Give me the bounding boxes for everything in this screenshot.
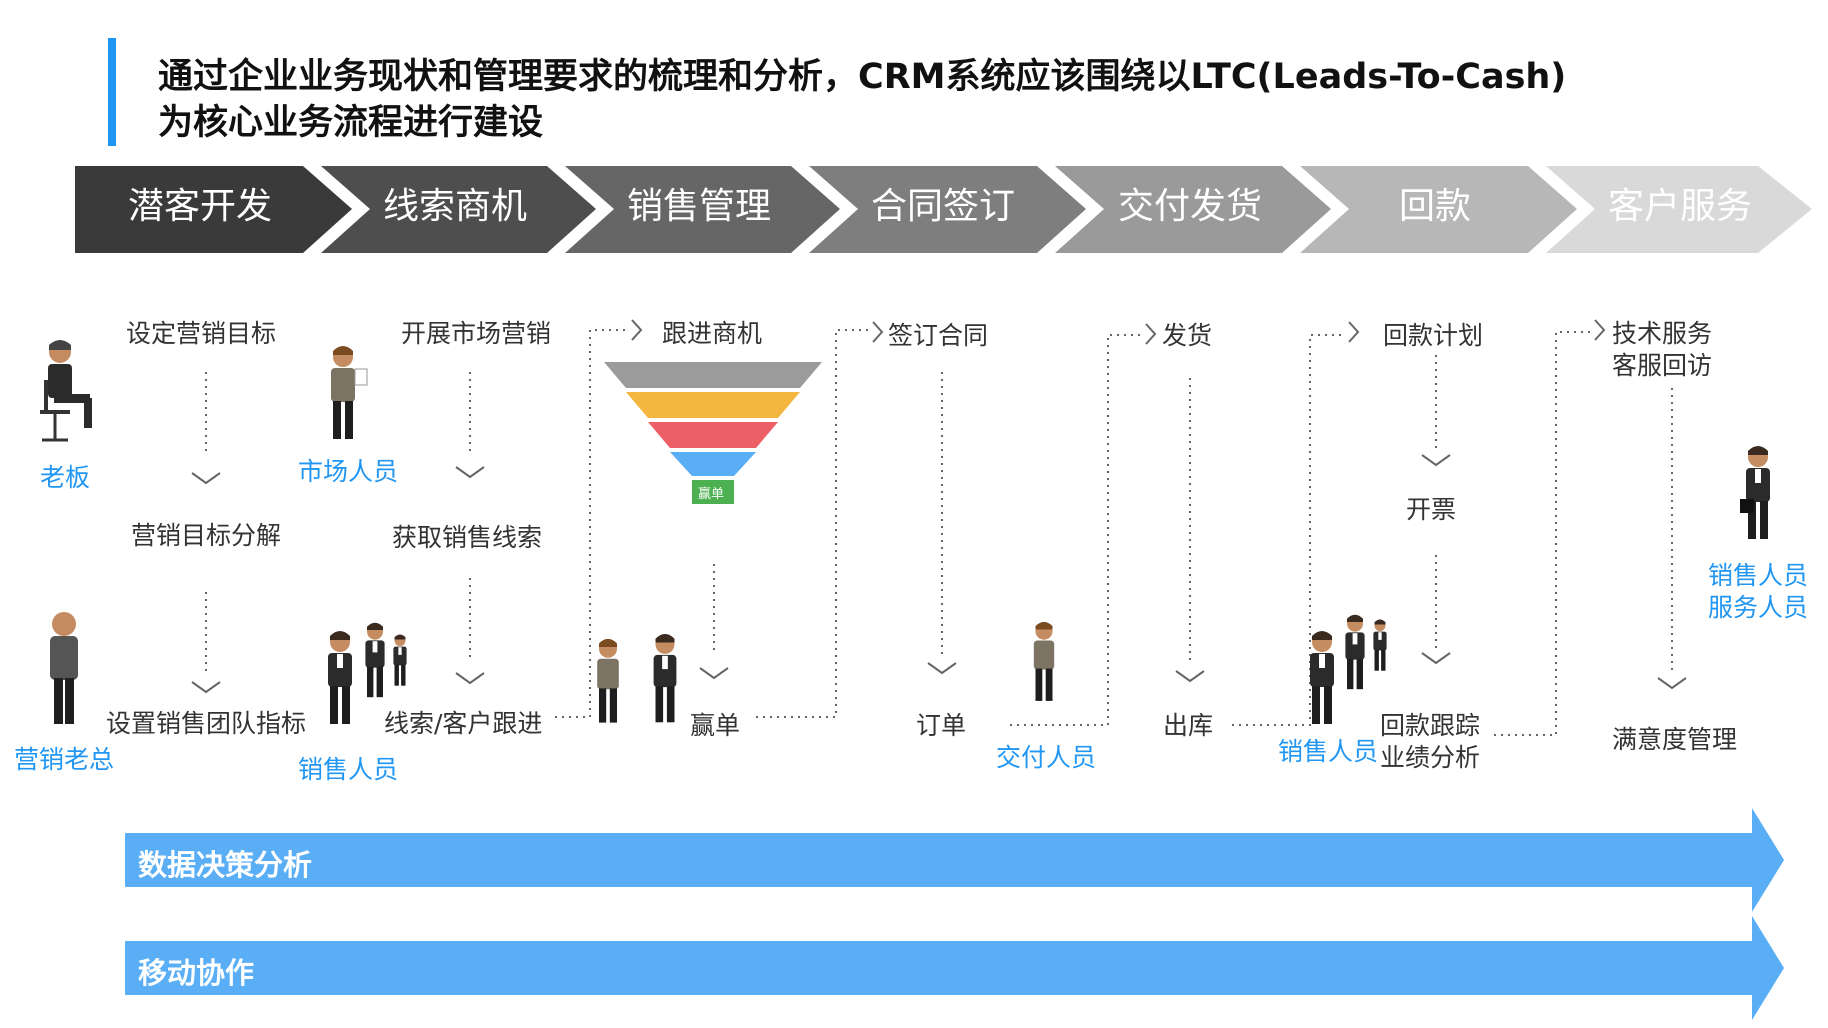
- chevron-right-icon: [632, 320, 641, 340]
- handshake-person-icon: [597, 634, 676, 723]
- chevron-down-icon: [192, 682, 220, 692]
- step-sign: 签订合同: [888, 316, 988, 352]
- boss-person-icon: [40, 340, 92, 440]
- step-satisfaction: 满意度管理: [1612, 720, 1737, 756]
- step-follow-leads: 线索/客户跟进: [384, 704, 542, 740]
- role-sales-service-1: 销售人员: [1708, 556, 1808, 592]
- chevron-right-icon: [1146, 324, 1155, 344]
- chevron-down-icon: [456, 467, 484, 477]
- step-order: 订单: [916, 706, 966, 742]
- funnel-layer-2: [626, 392, 800, 418]
- step-perf: 业绩分析: [1380, 738, 1480, 774]
- step-set-target: 设定营销目标: [126, 314, 276, 350]
- chevron-right-icon: [1349, 322, 1358, 342]
- role-sales-service-2: 服务人员: [1708, 588, 1808, 624]
- delivery-person-icon: [1034, 622, 1054, 701]
- step-ship: 发货: [1162, 316, 1212, 352]
- data-decision-label: 数据决策分析: [138, 842, 312, 884]
- sales-team-2-person-icon: [1310, 615, 1387, 724]
- chevron-down-icon: [1422, 455, 1450, 465]
- role-delivery: 交付人员: [996, 738, 1096, 774]
- sales-director-person-icon: [50, 612, 78, 724]
- chevron-down-icons: [192, 455, 1686, 692]
- role-sales-2: 销售人员: [1278, 732, 1378, 768]
- chevron-down-icon: [1658, 678, 1686, 688]
- step-follow-opps: 跟进商机: [662, 314, 762, 350]
- role-boss: 老板: [40, 458, 90, 494]
- step-warehouse: 出库: [1163, 706, 1213, 742]
- step-win: 赢单: [690, 706, 740, 742]
- chevron-down-icon: [456, 673, 484, 683]
- chevron-down-icon: [1176, 671, 1204, 681]
- step-pay-plan: 回款计划: [1383, 316, 1483, 352]
- data-decision-bar: [125, 808, 1784, 912]
- funnel-layer-1: [604, 362, 822, 388]
- role-sales-director: 营销老总: [14, 740, 114, 776]
- funnel-badge-label: 赢单: [698, 483, 724, 502]
- step-tech: 技术服务: [1612, 314, 1712, 350]
- chevron-down-icon: [1422, 653, 1450, 663]
- chevron-down-icon: [928, 663, 956, 673]
- chevron-right-icon: [1595, 320, 1604, 340]
- chevron-down-icon: [700, 668, 728, 678]
- chevron-down-icon: [192, 473, 220, 483]
- mobile-collab-bar: [125, 916, 1784, 1020]
- step-invoice: 开票: [1406, 490, 1456, 526]
- funnel-layer-4: [670, 452, 756, 476]
- step-market: 开展市场营销: [401, 314, 551, 350]
- step-target-split: 营销目标分解: [131, 516, 281, 552]
- funnel-layer-3: [648, 422, 778, 448]
- role-sales-1: 销售人员: [298, 750, 398, 786]
- chevron-right-icon: [873, 322, 882, 342]
- mobile-collab-label: 移动协作: [138, 950, 254, 992]
- service-person-icon: [1740, 446, 1770, 539]
- marketer-person-icon: [331, 346, 367, 439]
- step-team-target: 设置销售团队指标: [106, 704, 306, 740]
- step-get-leads: 获取销售线索: [392, 518, 542, 554]
- step-pay-track: 回款跟踪: [1380, 706, 1480, 742]
- step-visit: 客服回访: [1612, 346, 1712, 382]
- role-marketer: 市场人员: [298, 452, 398, 488]
